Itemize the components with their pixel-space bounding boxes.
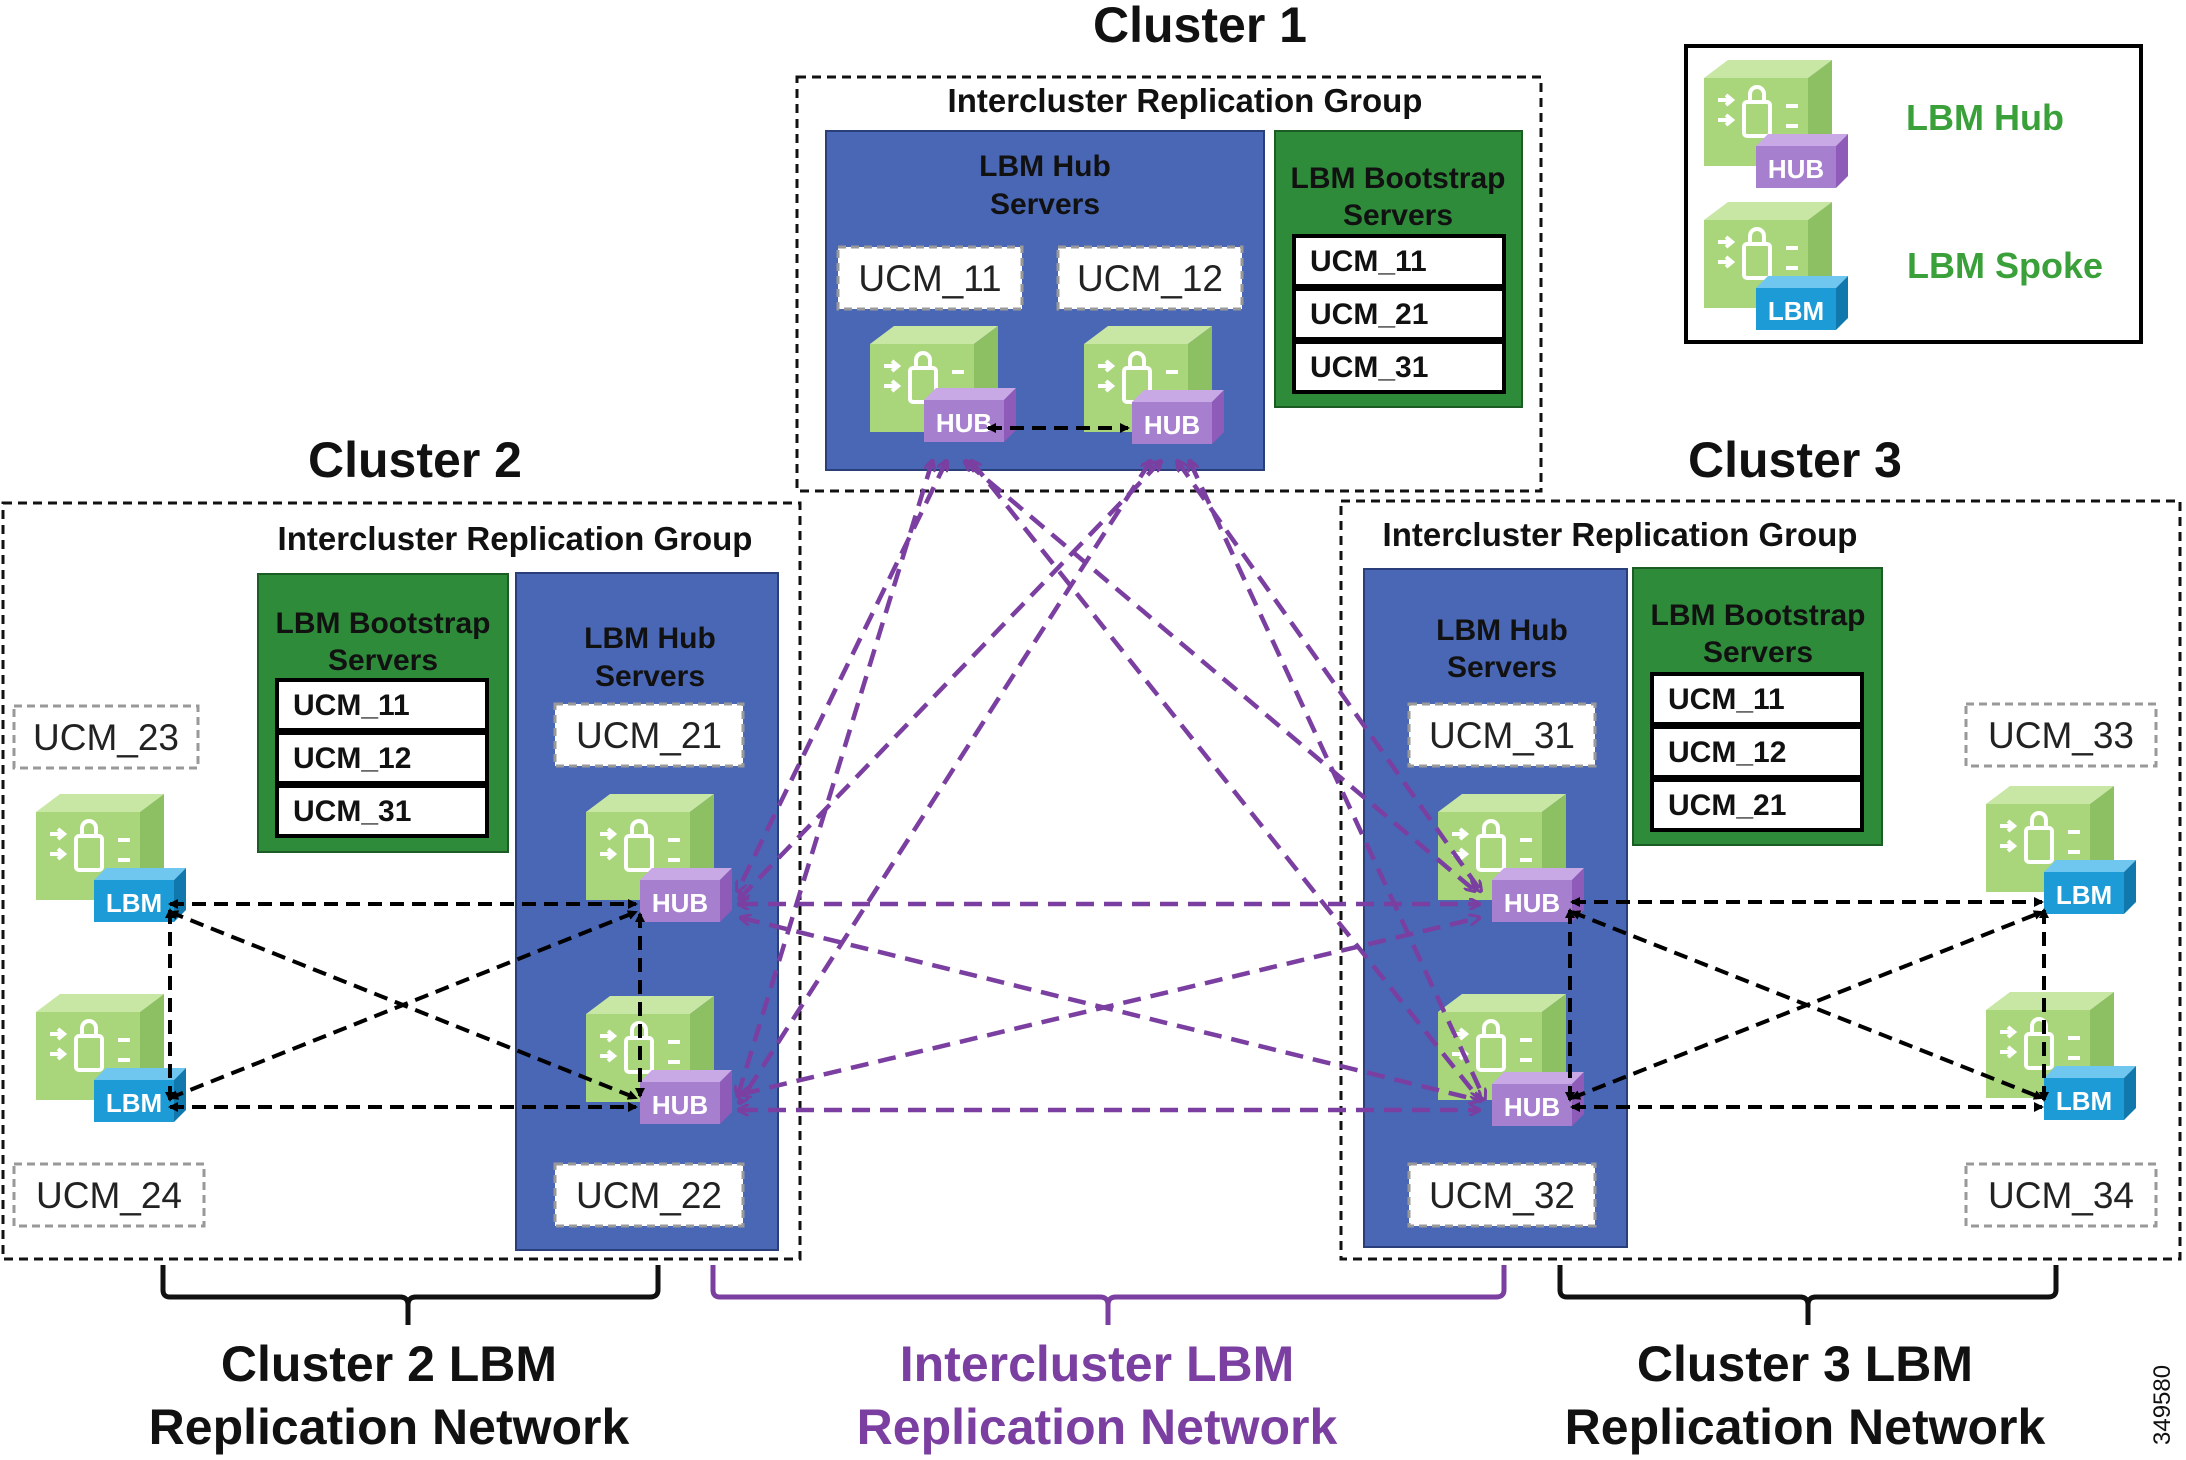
server-label: UCM_11: [858, 258, 1001, 299]
intercluster-brace: [710, 1265, 1507, 1325]
server-label: UCM_32: [1429, 1175, 1575, 1216]
svg-text:HUB: HUB: [652, 888, 708, 918]
cluster3-hub-panel-title-1: LBM Hub: [1436, 614, 1568, 647]
legend-spoke-icon: LBM: [1702, 200, 1848, 330]
bootstrap-item: UCM_11: [293, 689, 410, 722]
server-box-ucm22: [553, 1162, 745, 1228]
server-box-ucm33: [1964, 702, 2158, 768]
server-box-ucm24: [12, 1162, 206, 1228]
svg-text:LBM: LBM: [106, 888, 162, 918]
svg-text:HUB: HUB: [1144, 410, 1200, 440]
cluster3-group-border: [1339, 499, 2182, 1261]
svg-text:HUB: HUB: [1768, 154, 1824, 184]
bootstrap-item: UCM_31: [1310, 351, 1428, 384]
cluster2-hub-panel-title-1: LBM Hub: [584, 622, 716, 655]
server-label: UCM_22: [576, 1175, 722, 1216]
figure-id: 349580: [2149, 1365, 2176, 1445]
svg-text:LBM: LBM: [2056, 1086, 2112, 1116]
cluster2-group-title: Intercluster Replication Group: [278, 520, 753, 557]
server-box-ucm11: [836, 245, 1024, 311]
server-box-ucm21: [553, 702, 745, 768]
intercluster-network-label-1: Intercluster LBM: [900, 1336, 1295, 1392]
bootstrap-item: UCM_12: [293, 742, 411, 775]
hub-device-icon: HUB: [1082, 324, 1224, 444]
bootstrap-item: UCM_12: [1668, 736, 1786, 769]
cluster3-bootstrap-title-2: Servers: [1703, 636, 1813, 669]
spoke-device-icon: LBM: [34, 792, 186, 922]
legend-hub-label: LBM Hub: [1906, 97, 2064, 138]
server-label: UCM_23: [33, 717, 179, 758]
cluster2-title: Cluster 2: [308, 432, 522, 488]
cluster3-hub-panel-title-2: Servers: [1447, 651, 1557, 684]
bootstrap-item: UCM_31: [293, 795, 411, 828]
bootstrap-item: UCM_21: [1668, 789, 1786, 822]
server-box-ucm34: [1964, 1162, 2158, 1228]
spoke-device-icon: LBM: [34, 992, 186, 1122]
server-label: UCM_21: [576, 715, 722, 756]
server-label: UCM_31: [1429, 715, 1575, 756]
svg-text:HUB: HUB: [1504, 1092, 1560, 1122]
server-box-ucm32: [1407, 1162, 1597, 1228]
server-label: UCM_24: [36, 1175, 182, 1216]
cluster2-brace: [160, 1265, 661, 1325]
intercluster-network-label-2: Replication Network: [857, 1399, 1338, 1455]
hub-device-icon: HUB: [1436, 992, 1584, 1126]
hub-device-icon: HUB: [868, 324, 1016, 442]
server-label: UCM_34: [1988, 1175, 2134, 1216]
svg-text:LBM: LBM: [106, 1088, 162, 1118]
cluster3-brace: [1557, 1265, 2059, 1325]
cluster1-title: Cluster 1: [1093, 0, 1307, 53]
intercluster-replication-links: [738, 462, 1484, 1110]
server-label: UCM_33: [1988, 715, 2134, 756]
cluster3-network-label-2: Replication Network: [1565, 1399, 2046, 1455]
spoke-device-icon: LBM: [1984, 784, 2136, 914]
server-box-ucm12: [1056, 245, 1244, 311]
cluster3-network-label-1: Cluster 3 LBM: [1637, 1336, 1973, 1392]
server-label: UCM_12: [1077, 258, 1223, 299]
cluster3-bootstrap-title-1: LBM Bootstrap: [1651, 599, 1866, 632]
local-replication-links: [165, 423, 2049, 1112]
bootstrap-item: UCM_11: [1310, 245, 1427, 278]
hub-device-icon: HUB: [1436, 792, 1584, 922]
legend: HUB LBM Hub LBM LBM Spoke: [1684, 44, 2143, 344]
bootstrap-item: UCM_21: [1310, 298, 1428, 331]
cluster2-bootstrap-title-1: LBM Bootstrap: [276, 607, 491, 640]
hub-device-icon: HUB: [584, 792, 732, 922]
spoke-device-icon: LBM: [1984, 990, 2136, 1120]
cluster2-bootstrap-title-2: Servers: [328, 644, 438, 677]
svg-text:HUB: HUB: [652, 1090, 708, 1120]
bootstrap-item: UCM_11: [1668, 683, 1785, 716]
svg-text:LBM: LBM: [2056, 880, 2112, 910]
server-box-ucm23: [12, 704, 200, 770]
svg-text:HUB: HUB: [936, 408, 992, 438]
cluster1-bootstrap-title-1: LBM Bootstrap: [1291, 162, 1506, 195]
cluster1-bootstrap-title-2: Servers: [1343, 199, 1453, 232]
cluster2-hub-panel-title-2: Servers: [595, 660, 705, 693]
cluster1-hub-panel-title-1: LBM Hub: [979, 150, 1111, 183]
cluster2-network-label-2: Replication Network: [149, 1399, 630, 1455]
legend-spoke-label: LBM Spoke: [1907, 245, 2103, 286]
cluster3-title: Cluster 3: [1688, 432, 1902, 488]
cluster3-group-title: Intercluster Replication Group: [1383, 516, 1858, 553]
svg-text:HUB: HUB: [1504, 888, 1560, 918]
cluster1-group-title: Intercluster Replication Group: [948, 82, 1423, 119]
hub-device-icon: HUB: [584, 994, 732, 1124]
cluster2-network-label-1: Cluster 2 LBM: [221, 1336, 557, 1392]
svg-text:LBM: LBM: [1768, 296, 1824, 326]
legend-hub-icon: HUB: [1702, 58, 1848, 188]
cluster1-hub-panel-title-2: Servers: [990, 188, 1100, 221]
